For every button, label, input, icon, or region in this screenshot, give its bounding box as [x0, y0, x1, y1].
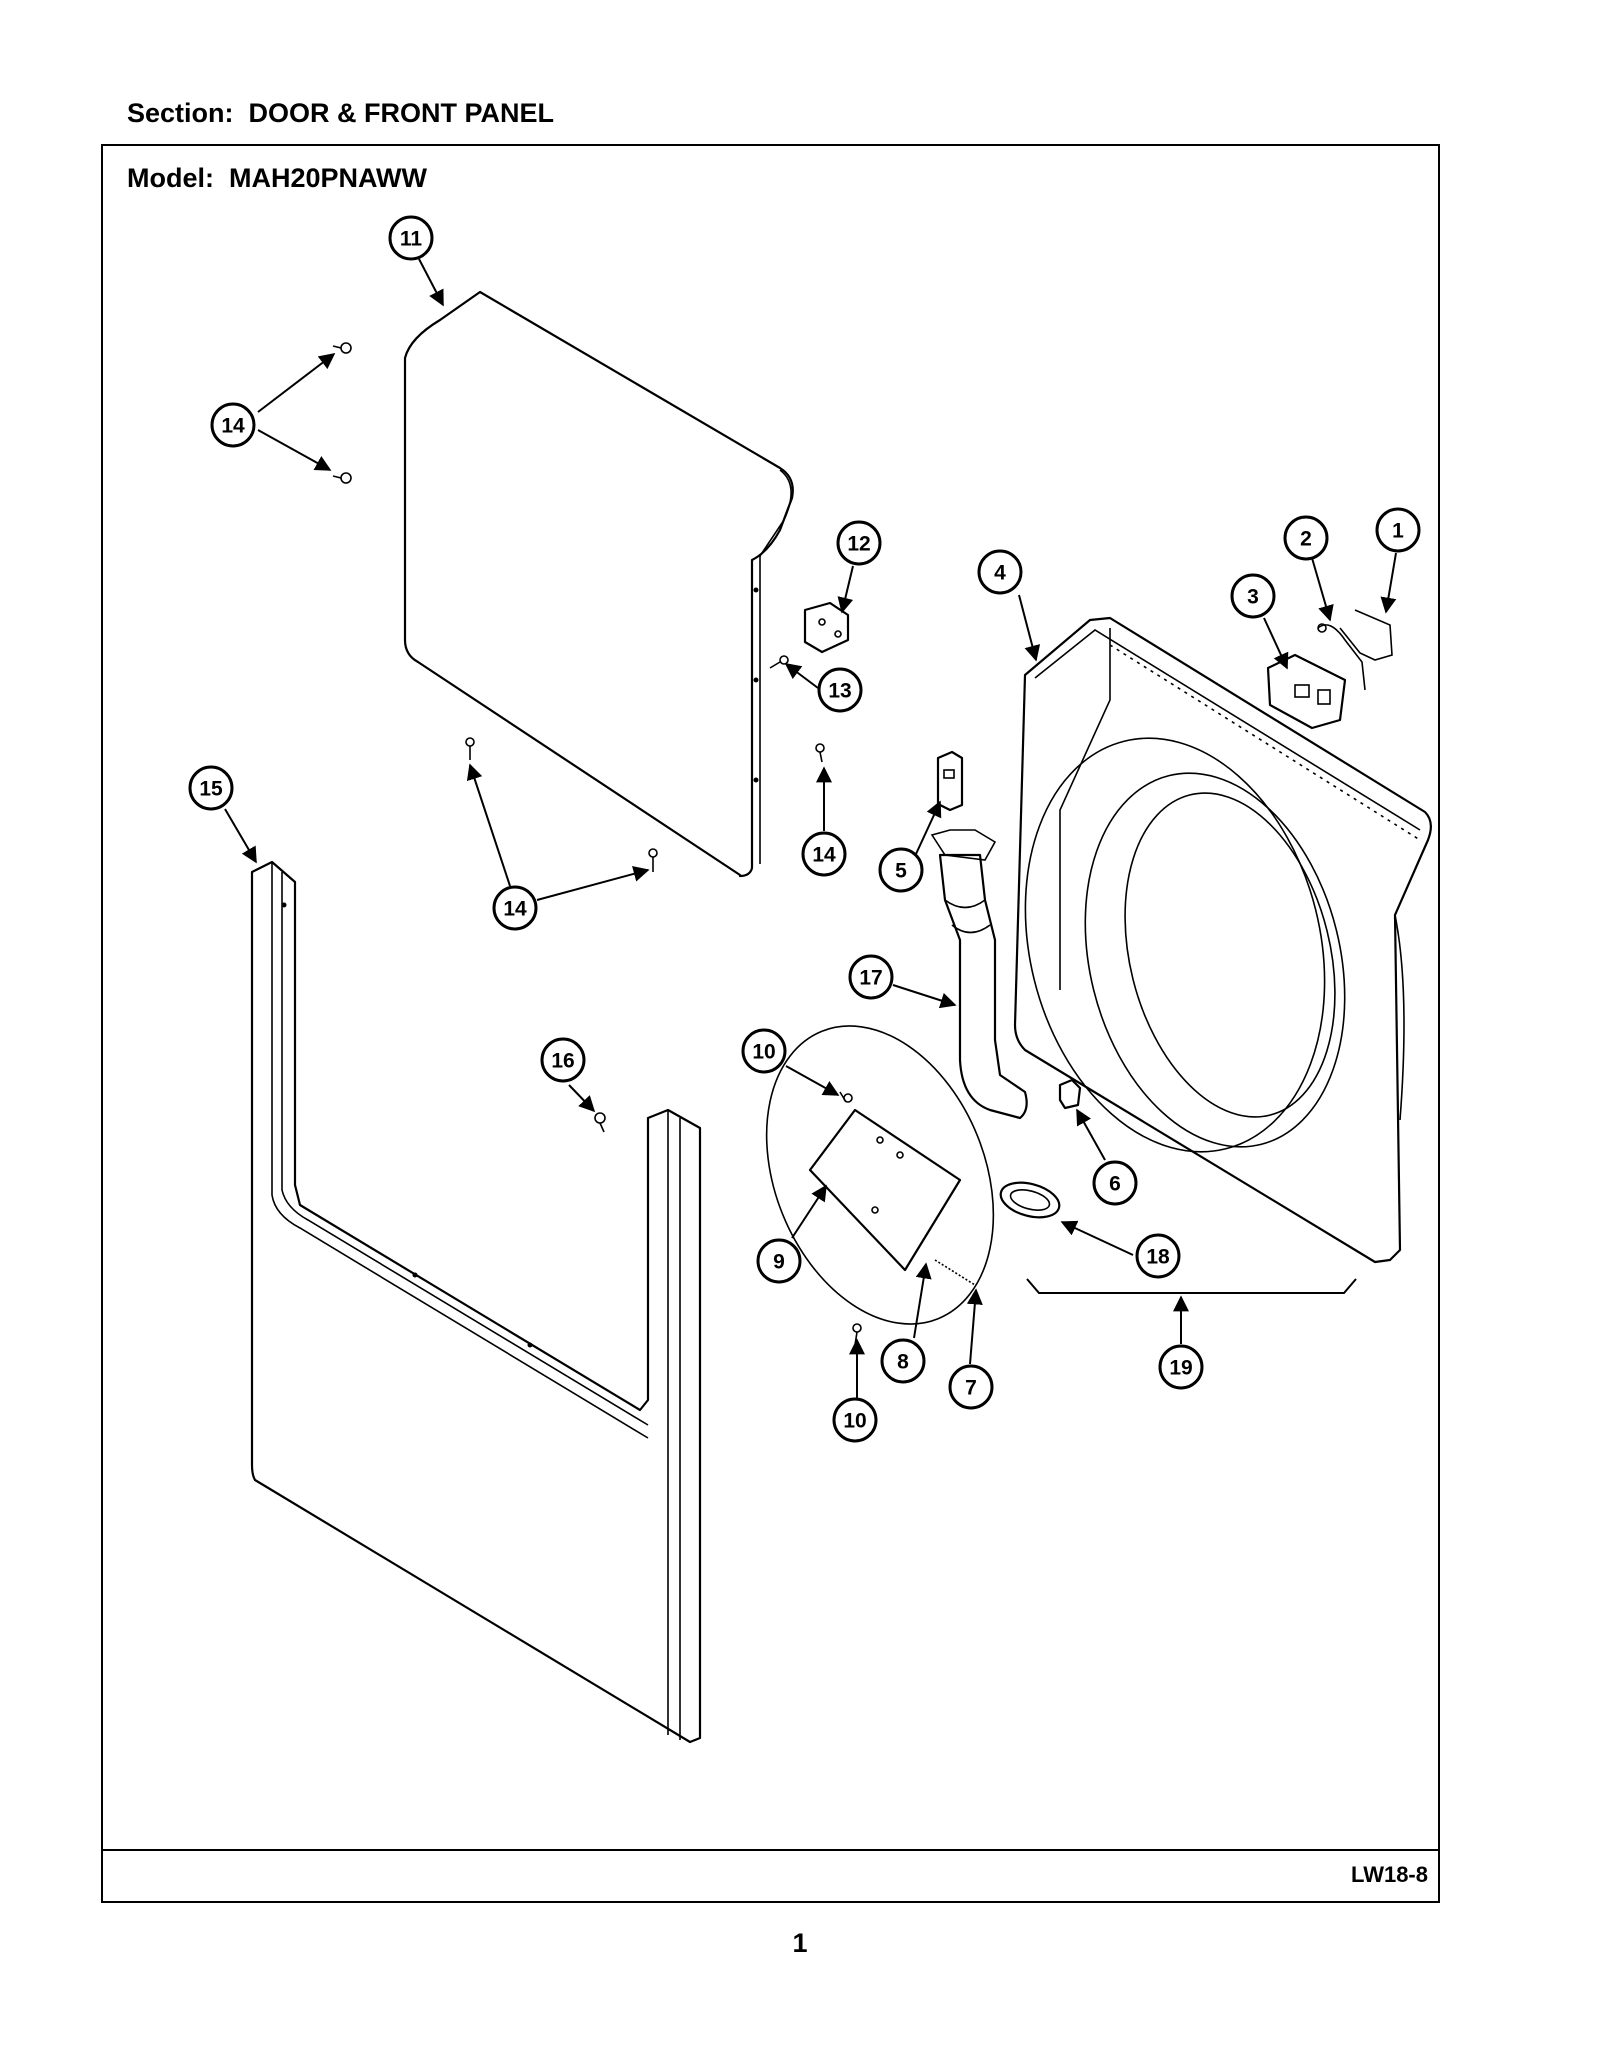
callout-10: 10: [741, 1028, 787, 1074]
screw: [332, 472, 352, 484]
door-lock: [1266, 653, 1347, 730]
callout-14: 14: [801, 831, 847, 877]
screw: [839, 1091, 853, 1103]
screw: [332, 342, 352, 354]
callout-14: 14: [492, 885, 538, 931]
svg-text:9: 9: [773, 1251, 785, 1274]
svg-text:6: 6: [1109, 1173, 1121, 1196]
callout-19: 19: [1158, 1344, 1204, 1390]
svg-text:10: 10: [843, 1410, 866, 1433]
door-strike: [1339, 609, 1393, 661]
svg-text:11: 11: [400, 228, 423, 251]
front-frame: [1013, 616, 1432, 1264]
callout-1: 1: [1375, 507, 1421, 553]
callout-8: 8: [880, 1338, 926, 1384]
callout-18: 18: [1135, 1233, 1181, 1279]
svg-text:14: 14: [812, 844, 836, 867]
screw: [594, 1112, 606, 1133]
callout-7: 7: [948, 1364, 994, 1410]
duct-gasket: [999, 1181, 1061, 1219]
callout-13: 13: [817, 667, 863, 713]
callout-6: 6: [1092, 1160, 1138, 1206]
svg-text:14: 14: [503, 898, 527, 921]
section-title: Section: DOOR & FRONT PANEL: [127, 98, 555, 128]
diagram-frame: [101, 144, 1440, 1903]
model-title: Model: MAH20PNAWW: [127, 163, 427, 193]
lock-spring: [1317, 623, 1366, 691]
svg-text:15: 15: [199, 778, 223, 801]
callout-4: 4: [977, 549, 1023, 595]
tension-spring: [934, 1259, 976, 1286]
page-number: 1: [792, 1928, 808, 1958]
callout-9: 9: [756, 1238, 802, 1284]
footer-divider: [101, 1849, 1440, 1851]
page-code: LW18-8: [1350, 1862, 1428, 1887]
svg-text:2: 2: [1300, 528, 1312, 551]
screw: [648, 848, 658, 872]
door-hinge: [803, 601, 850, 654]
callout-5: 5: [878, 847, 924, 893]
svg-text:12: 12: [847, 533, 870, 556]
callout-3: 3: [1230, 573, 1276, 619]
svg-text:17: 17: [859, 967, 882, 990]
svg-text:5: 5: [895, 860, 907, 883]
svg-text:18: 18: [1146, 1246, 1170, 1269]
filter-plate: [808, 1108, 962, 1272]
svg-text:14: 14: [221, 415, 245, 438]
callout-16: 16: [540, 1037, 586, 1083]
svg-text:19: 19: [1169, 1357, 1192, 1380]
svg-text:4: 4: [994, 562, 1006, 585]
svg-text:3: 3: [1247, 586, 1259, 609]
callout-12: 12: [836, 520, 882, 566]
callout-10: 10: [832, 1397, 878, 1443]
lower-front-panel: [250, 860, 702, 1744]
screw: [815, 743, 825, 763]
air-duct: [930, 829, 1028, 1120]
seal-ring: [765, 1025, 995, 1325]
callout-15: 15: [188, 765, 234, 811]
svg-text:13: 13: [828, 680, 851, 703]
callout-14: 14: [210, 402, 256, 448]
callout-2: 2: [1283, 515, 1329, 561]
screw: [769, 655, 789, 669]
svg-text:10: 10: [752, 1041, 775, 1064]
svg-text:7: 7: [965, 1377, 977, 1400]
callout-17: 17: [848, 954, 894, 1000]
svg-text:16: 16: [551, 1050, 574, 1073]
svg-text:1: 1: [1392, 520, 1404, 543]
screw: [465, 737, 475, 760]
door-panel: [403, 290, 794, 878]
svg-text:8: 8: [897, 1351, 909, 1374]
duct-clip: [1058, 1078, 1082, 1110]
callout-11: 11: [388, 215, 434, 261]
catch-bracket: [936, 750, 964, 812]
